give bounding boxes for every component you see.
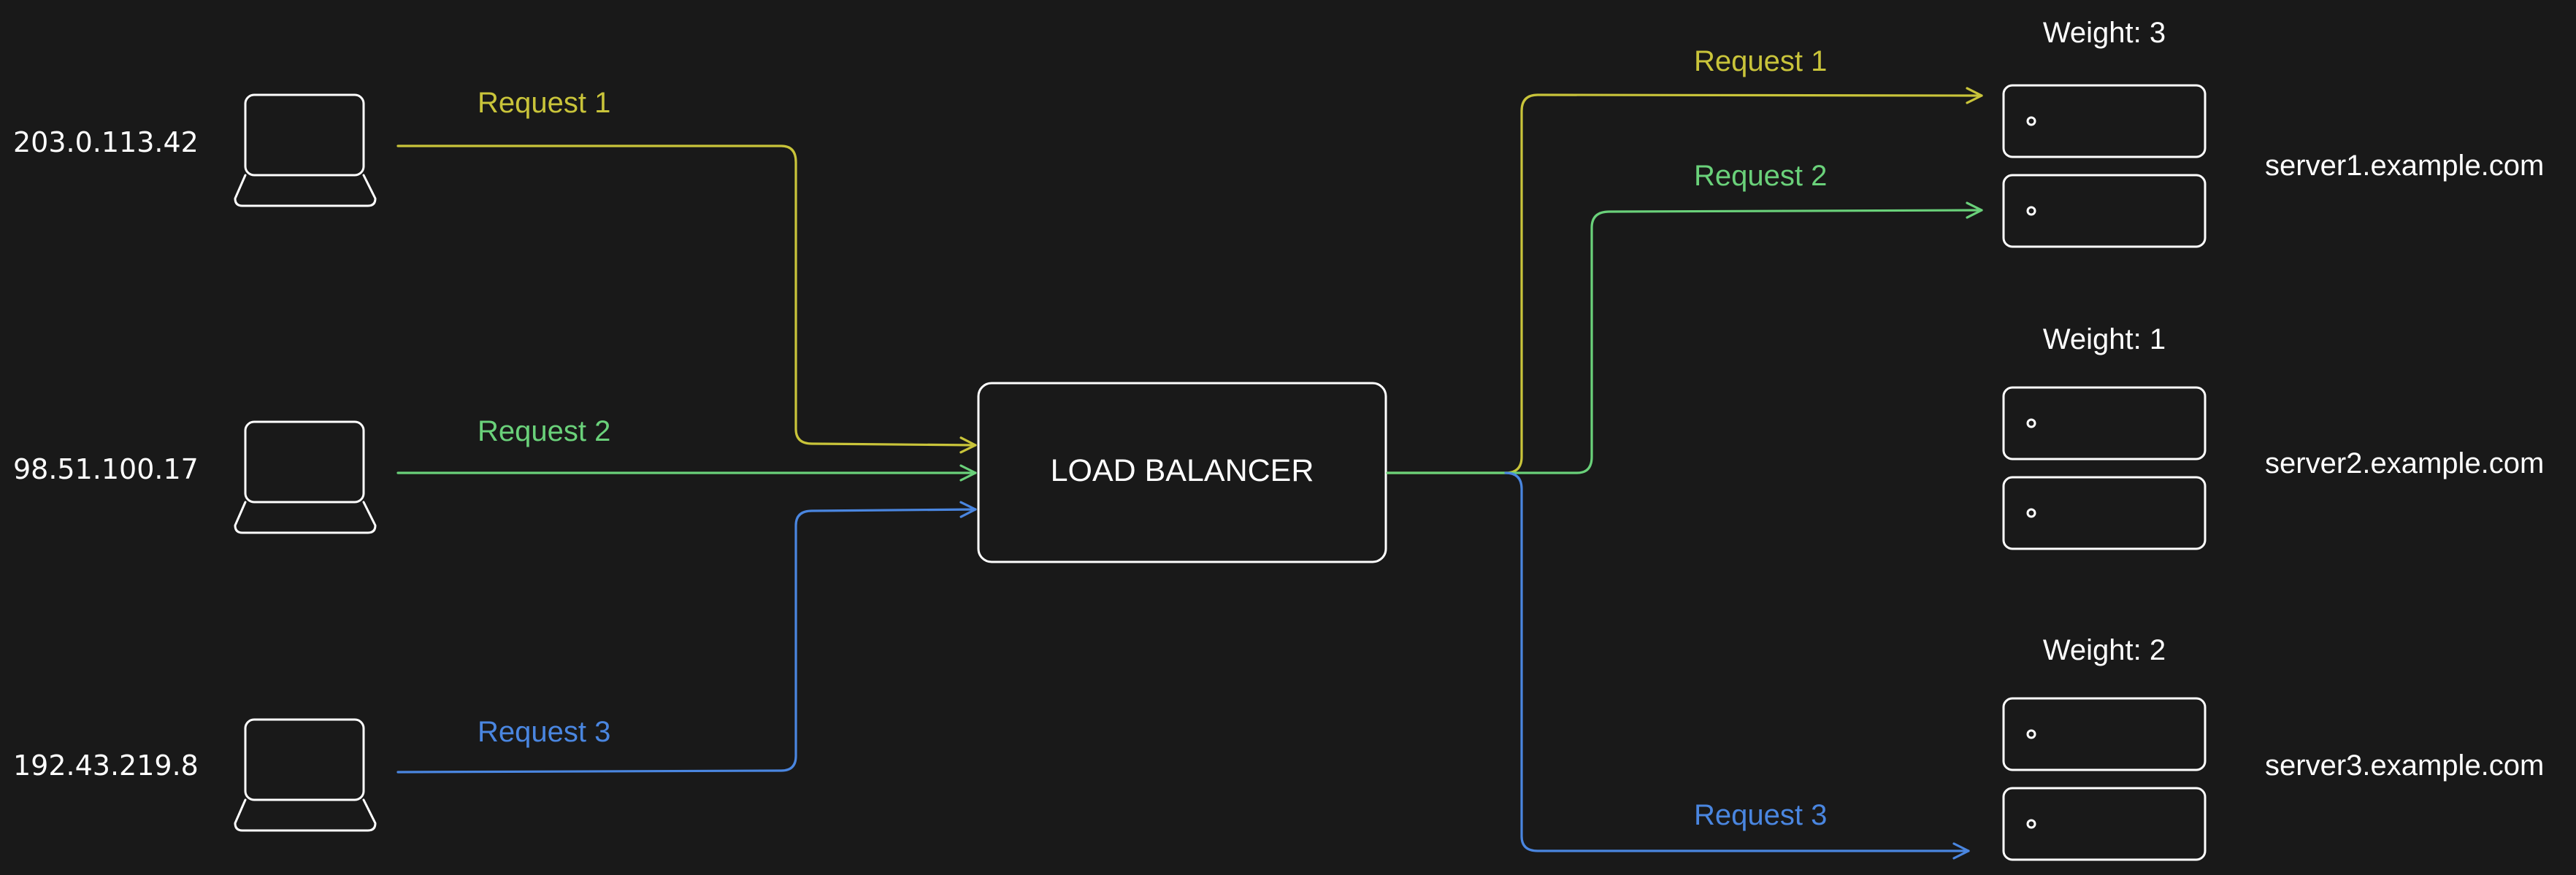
load-balancer-box xyxy=(977,382,1387,563)
client-1: 203.0.113.42 xyxy=(13,93,377,207)
client-1-ip: 203.0.113.42 xyxy=(13,126,199,158)
client-3: 192.43.219.8 xyxy=(13,718,377,832)
laptop-icon xyxy=(234,718,377,832)
outgoing-wire-request-1 xyxy=(1386,87,1983,474)
outgoing-label-request-2: Request 2 xyxy=(1694,160,1827,192)
incoming-label-request-1: Request 1 xyxy=(478,87,610,119)
server-icon xyxy=(2002,476,2207,550)
outgoing-label-request-3: Request 3 xyxy=(1694,799,1827,831)
server-3-weight: Weight: 2 xyxy=(2043,634,2166,666)
server-group-2: Weight: 1 server2.example.com xyxy=(2002,323,2544,550)
incoming-wire-request-3 xyxy=(396,501,977,774)
server-group-3: Weight: 2 server3.example.com xyxy=(2002,634,2544,861)
server-2-hostname: server2.example.com xyxy=(2265,447,2544,479)
server-icon xyxy=(2002,787,2207,861)
server-1-weight: Weight: 3 xyxy=(2043,17,2166,49)
incoming-label-request-2: Request 2 xyxy=(478,415,610,447)
outgoing-wire-request-3 xyxy=(1504,471,1970,860)
server-group-1: Weight: 3 server1.example.com xyxy=(2002,17,2544,248)
incoming-wire-request-1 xyxy=(396,144,977,454)
outgoing-label-request-1: Request 1 xyxy=(1694,45,1827,77)
client-3-ip: 192.43.219.8 xyxy=(13,749,199,782)
server-icon xyxy=(2002,174,2207,248)
laptop-icon xyxy=(234,420,377,534)
laptop-icon xyxy=(234,93,377,207)
outgoing-wire-request-2 xyxy=(1386,201,1983,474)
client-2: 98.51.100.17 xyxy=(13,420,377,534)
server-1-hostname: server1.example.com xyxy=(2265,150,2544,182)
server-icon xyxy=(2002,84,2207,158)
incoming-label-request-3: Request 3 xyxy=(478,716,610,748)
client-2-ip: 98.51.100.17 xyxy=(13,453,199,485)
server-icon xyxy=(2002,697,2207,771)
server-icon xyxy=(2002,386,2207,460)
load-balancer: LOAD BALANCER xyxy=(977,382,1387,563)
load-balancer-label: LOAD BALANCER xyxy=(1051,453,1314,488)
server-2-weight: Weight: 1 xyxy=(2043,323,2166,355)
server-3-hostname: server3.example.com xyxy=(2265,749,2544,782)
